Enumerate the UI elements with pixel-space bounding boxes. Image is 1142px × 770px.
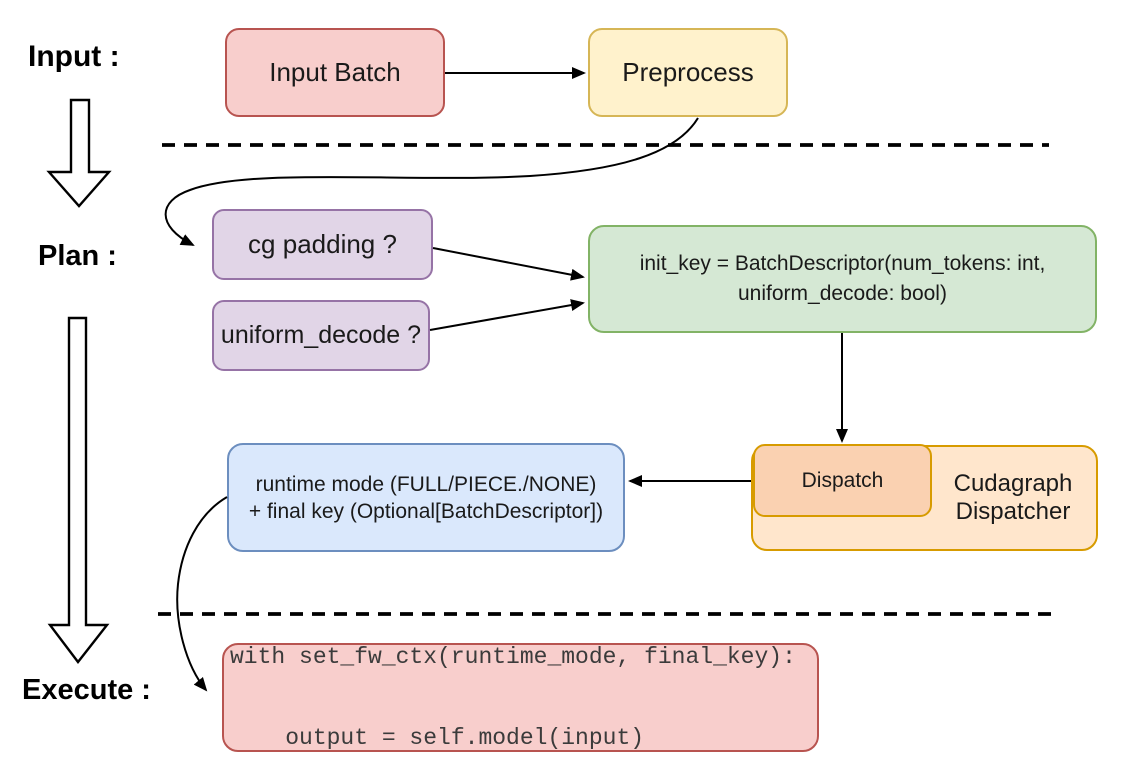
node-preprocess: Preprocess — [588, 28, 788, 117]
cg-padding-label: cg padding ? — [248, 229, 397, 259]
plan-section-arrow-icon — [47, 316, 110, 664]
execute-code-line2: output = self.model(input) — [230, 724, 645, 751]
init-key-line2: uniform_decode: bool) — [738, 282, 947, 305]
node-init-key: init_key = BatchDescriptor(num_tokens: i… — [588, 225, 1097, 333]
section-label-execute: Execute : — [22, 674, 151, 706]
arrow-cg-padding-to-init-key — [432, 247, 585, 281]
node-uniform-decode: uniform_decode ? — [212, 300, 430, 371]
arrow-runtime-mode-to-execute-code — [176, 496, 228, 692]
runtime-mode-line2: + final key (Optional[BatchDescriptor]) — [248, 499, 604, 523]
arrow-uniform-decode-to-init-key — [429, 299, 585, 331]
section-label-plan: Plan : — [38, 240, 117, 272]
node-dispatch: Dispatch — [753, 444, 932, 517]
node-execute-code: with set_fw_ctx(runtime_mode, final_key)… — [222, 643, 819, 752]
node-cg-padding: cg padding ? — [212, 209, 433, 280]
uniform-decode-label: uniform_decode ? — [220, 321, 422, 349]
preprocess-label: Preprocess — [622, 57, 754, 87]
section-label-input: Input : — [28, 40, 120, 73]
node-runtime-mode: runtime mode (FULL/PIECE./NONE) + final … — [227, 443, 625, 552]
execute-code-line1: with set_fw_ctx(runtime_mode, final_key)… — [230, 643, 796, 670]
dispatch-label: Dispatch — [801, 468, 884, 492]
cudagraph-dispatcher-line1: Cudagraph — [953, 470, 1073, 497]
node-input-batch: Input Batch — [225, 28, 445, 117]
runtime-mode-line1: runtime mode (FULL/PIECE./NONE) — [255, 472, 597, 496]
init-key-line1: init_key = BatchDescriptor(num_tokens: i… — [639, 252, 1046, 275]
input-section-arrow-icon — [46, 98, 112, 208]
cudagraph-dispatcher-line2: Dispatcher — [955, 498, 1071, 525]
input-batch-label: Input Batch — [269, 57, 401, 87]
